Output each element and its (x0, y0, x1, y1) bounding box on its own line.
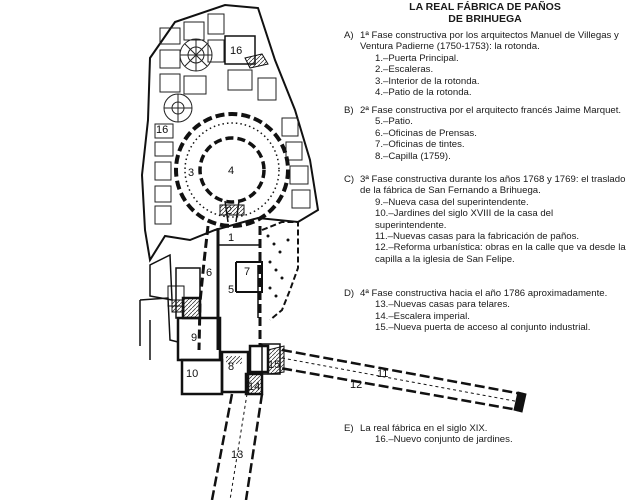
section-heading: 2ª Fase constructiva por el arquitecto f… (360, 105, 622, 116)
garden-parterres (154, 13, 311, 225)
section-letter: D) (344, 288, 355, 299)
plan-label: 12 (350, 379, 362, 391)
plan-label: 6 (206, 267, 212, 279)
legend-item: 5.–Patio. (375, 116, 413, 128)
legend-section-a: A) 1ª Fase constructiva por los arquitect… (344, 30, 626, 98)
plan-label: 13 (231, 449, 243, 461)
legend-item: 4.–Patio de la rotonda. (375, 87, 472, 99)
legend-item: 9.–Nueva casa del superintendente. (375, 196, 529, 208)
legend-item: 2.–Escaleras. (375, 64, 434, 76)
section-letter: E) (344, 423, 354, 434)
legend: LA REAL FÁBRICA DE PAÑOS DE BRIHUEGA A) 1… (344, 0, 626, 445)
rotunda (174, 112, 290, 228)
plan-label: 10 (186, 368, 198, 380)
garden-outline (140, 3, 320, 263)
legend-section-b: B) 2ª Fase constructiva por el arquitecto… (344, 105, 626, 162)
legend-item: 1.–Puerta Principal. (375, 52, 459, 64)
section-heading: 3ª Fase constructiva durante los años 17… (360, 174, 626, 197)
legend-item: 7.–Oficinas de tintes. (375, 139, 465, 151)
section-heading: 4ª Fase constructiva hacia el año 1786 a… (360, 288, 608, 299)
legend-section-e: E) La real fábrica en el siglo XIX. 16.–N… (344, 423, 626, 446)
street-wing (279, 348, 527, 413)
plan-label: 14 (248, 381, 260, 393)
legend-item: 15.–Nueva puerta de acceso al conjunto i… (375, 322, 591, 334)
plan-label: 4 (228, 165, 234, 177)
plan-labels: 1 2 3 4 5 6 7 8 9 10 11 12 13 14 15 16 1… (156, 45, 388, 461)
section-heading: La real fábrica en el siglo XIX. (360, 423, 488, 434)
street-south (210, 393, 264, 500)
plan-label: 5 (228, 284, 234, 296)
section-letter: C) (344, 174, 355, 185)
plan-label: 8 (228, 361, 234, 373)
legend-item: 11.–Nuevas casas para la fabricación de … (375, 231, 580, 243)
legend-section-d: D) 4ª Fase constructiva hacia el año 1786… (344, 288, 626, 334)
building-walls (197, 225, 263, 351)
garden-16-block (224, 35, 256, 65)
legend-section-c: C) 3ª Fase constructiva durante los años … (344, 174, 626, 265)
plan-label: 2 (226, 205, 232, 217)
legend-title-line: DE BRIHUEGA (448, 13, 522, 25)
plan-label: 7 (244, 266, 250, 278)
plan-label: 9 (191, 332, 197, 344)
legend-item: 16.–Nuevo conjunto de jardines. (375, 434, 513, 446)
portico (261, 221, 299, 321)
plan-label: 16 (156, 124, 168, 136)
section-heading: 1ª Fase constructiva por los arquitectos… (360, 30, 619, 53)
legend-item: 10.–Jardines del siglo XVIII de la casa … (375, 208, 554, 231)
lower-rooms (139, 253, 250, 396)
plan-label: 15 (268, 359, 280, 371)
legend-item: 13.–Nuevas casas para telares. (375, 299, 510, 311)
legend-item: 3.–Interior de la rotonda. (375, 75, 480, 87)
plan-label: 11 (377, 368, 388, 380)
legend-title: LA REAL FÁBRICA DE PAÑOS DE BRIHUEGA (344, 1, 626, 25)
section-letter: A) (344, 30, 354, 41)
section-letter: B) (344, 105, 354, 116)
legend-title-line: LA REAL FÁBRICA DE PAÑOS (409, 1, 561, 13)
plan-label: 1 (228, 232, 234, 244)
legend-item: 12.–Reforma urbanística: obras en la cal… (375, 242, 626, 265)
legend-item: 8.–Capilla (1759). (375, 150, 451, 162)
plan-label: 16 (230, 45, 242, 57)
legend-item: 6.–Oficinas de Prensas. (375, 127, 477, 139)
plan-label: 3 (188, 167, 194, 179)
legend-item: 14.–Escalera imperial. (375, 310, 470, 322)
